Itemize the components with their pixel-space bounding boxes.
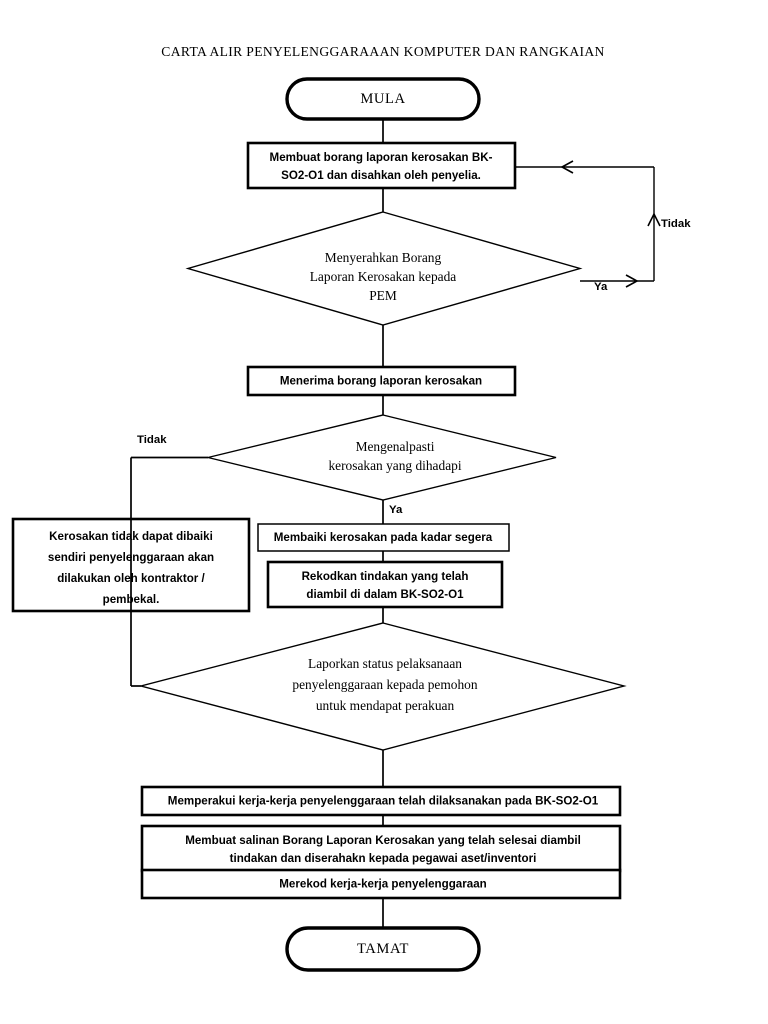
p1-shape	[246, 141, 517, 190]
d1-label-line-2: Laporan Kerosakan kepada	[310, 269, 457, 284]
d3-label-line-3: untuk mendapat perakuan	[316, 698, 455, 713]
loop-arrowhead-up	[647, 212, 661, 227]
node-p6[interactable]: Memperakui kerja-kerja penyelenggaraan t…	[140, 785, 622, 817]
p8-shape	[140, 868, 622, 900]
start-label: MULA	[360, 91, 405, 107]
d1-label-line-1: Menyerahkan Borang	[325, 250, 442, 265]
d2-label-line-2: kerosakan yang dihadapi	[328, 458, 461, 473]
edge-label-d2-ya: Ya	[389, 504, 403, 516]
p2-label: Menerima borang laporan kerosakan	[280, 375, 482, 388]
node-d3[interactable]: Laporkan status pelaksanaan penyelenggar…	[138, 622, 627, 751]
p7-shape	[140, 824, 622, 873]
p8-label: Merekod kerja-kerja penyelenggaraan	[279, 878, 487, 891]
d2-label-line-1: Mengenalpasti	[356, 439, 435, 454]
d3-label-line-1: Laporkan status pelaksanaan	[308, 656, 462, 671]
p2-shape	[246, 365, 517, 397]
node-p2[interactable]: Menerima borang laporan kerosakan	[246, 365, 517, 397]
edge-label-d2-tidak: Tidak	[137, 434, 167, 446]
d3-label-line-2: penyelenggaraan kepada pemohon	[292, 677, 477, 692]
edge-label-d1-tidak: Tidak	[661, 218, 691, 230]
p5-shape	[266, 560, 504, 609]
edge-d1-feedback-loop: Ya Tidak	[515, 160, 691, 293]
p5-label-line-1: Rekodkan tindakan yang telah	[302, 570, 469, 583]
node-end[interactable]: TAMAT	[285, 926, 481, 972]
p1-label-line-2: SO2-O1 dan disahkan oleh penyelia.	[281, 169, 481, 182]
loop-arrowhead-right	[625, 274, 639, 288]
p7-label-line-1: Membuat salinan Borang Laporan Kerosakan…	[185, 834, 581, 847]
chart-title: CARTA ALIR PENYELENGGARAAAN KOMPUTER DAN…	[161, 44, 604, 59]
end-label: TAMAT	[357, 941, 409, 957]
p4-shape	[257, 523, 510, 552]
node-p4[interactable]: Membaiki kerosakan pada kadar segera	[257, 523, 510, 552]
p7-label-line-2: tindakan dan diserahakn kepada pegawai a…	[230, 852, 537, 865]
p6-label: Memperakui kerja-kerja penyelenggaraan t…	[168, 795, 599, 808]
edge-d2-ya: Ya	[382, 500, 403, 524]
node-p8[interactable]: Merekod kerja-kerja penyelenggaraan	[140, 868, 622, 900]
node-p7[interactable]: Membuat salinan Borang Laporan Kerosakan…	[140, 824, 622, 873]
node-start[interactable]: MULA	[285, 77, 481, 121]
p4-label: Membaiki kerosakan pada kadar segera	[274, 531, 493, 544]
p5-label-line-2: diambil di dalam BK-SO2-O1	[306, 588, 464, 601]
loop-arrowhead-left	[560, 160, 574, 174]
node-d2[interactable]: Mengenalpasti kerosakan yang dihadapi	[207, 414, 557, 501]
p1-label-line-1: Membuat borang laporan kerosakan BK-	[270, 151, 493, 164]
edge-label-d1-ya: Ya	[594, 281, 608, 293]
node-p1[interactable]: Membuat borang laporan kerosakan BK- SO2…	[246, 141, 517, 190]
d1-label-line-3: PEM	[369, 288, 397, 303]
p6-shape	[140, 785, 622, 817]
node-d1[interactable]: Menyerahkan Borang Laporan Kerosakan kep…	[185, 211, 583, 326]
node-p5[interactable]: Rekodkan tindakan yang telah diambil di …	[266, 560, 504, 609]
end-shape	[285, 926, 481, 972]
